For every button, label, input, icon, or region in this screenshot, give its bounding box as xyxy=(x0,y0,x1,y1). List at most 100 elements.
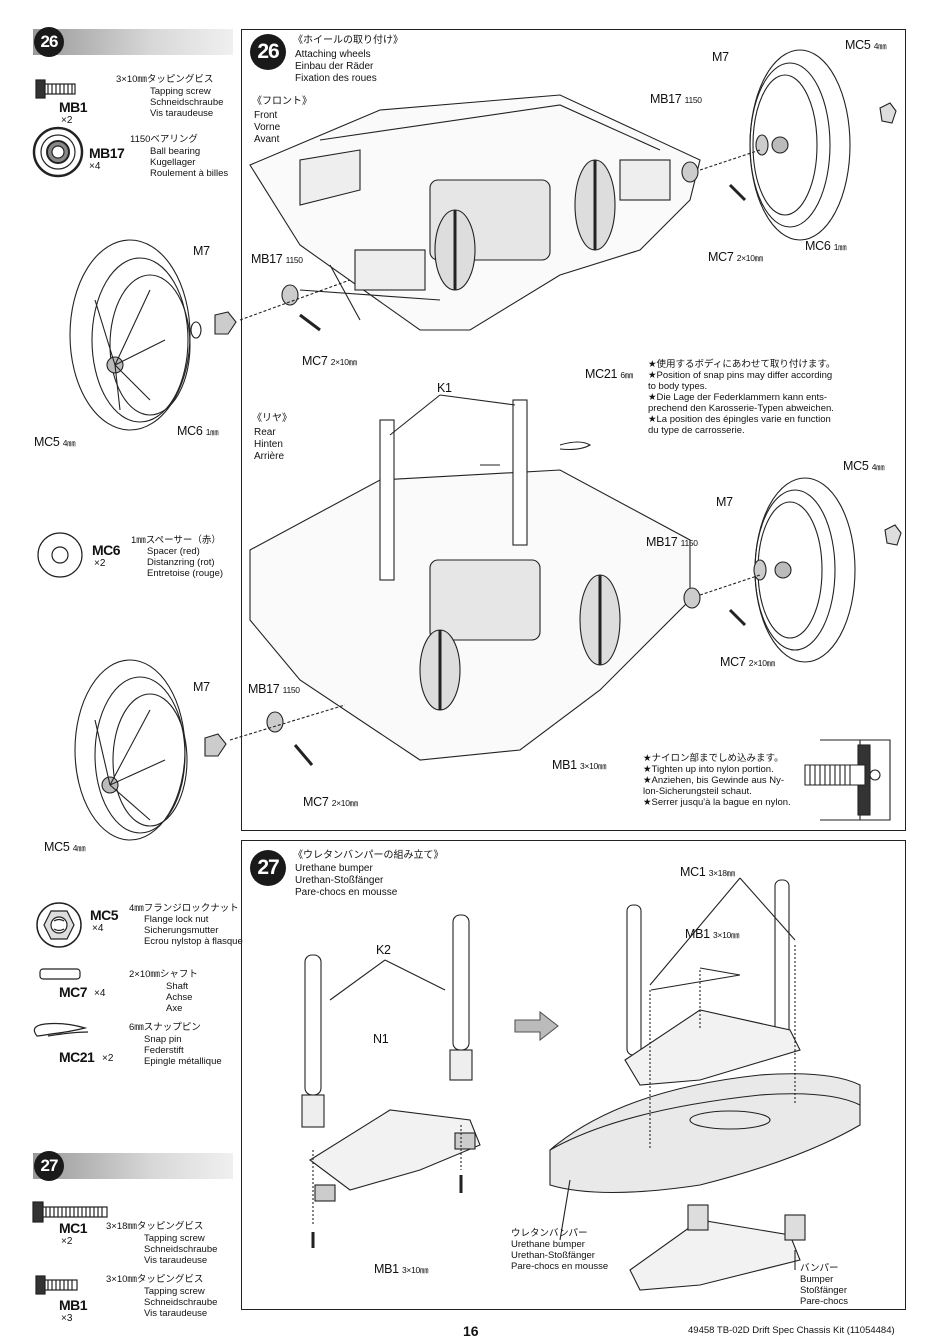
part-code-mb1-27: MB1 xyxy=(59,1297,88,1313)
step26-badge: 26 xyxy=(250,34,286,70)
step27-parts-bar xyxy=(33,1153,233,1179)
callout-mb17-rear-right: MB17 1150 xyxy=(646,535,698,549)
part-jp-mb1-27: 3×10㎜タッピングビス xyxy=(106,1274,204,1285)
step26-panel xyxy=(241,29,906,831)
bearing-icon xyxy=(32,126,84,178)
callout-n1: N1 xyxy=(373,1032,389,1046)
part-qty-mb17: ×4 xyxy=(89,161,101,172)
callout-mb17-front-left: MB17 1150 xyxy=(251,252,303,266)
step26-title-en: Attaching wheels xyxy=(295,49,371,60)
part-qty-mc5: ×4 xyxy=(92,923,104,934)
wheel-rear-right-drawing xyxy=(683,477,902,663)
callout-mc5-rear-left: MC5 4㎜ xyxy=(44,840,86,854)
front-label-jp: 《フロント》 xyxy=(252,96,312,107)
part-desc-mb17: Ball bearing Kugellager Roulement à bill… xyxy=(150,146,229,179)
callout-mc1: MC1 3×18㎜ xyxy=(680,865,735,879)
callout-mb17-rear-left: MB17 1150 xyxy=(248,682,300,696)
front-chassis-drawing xyxy=(249,94,701,331)
step26-title-de: Einbau der Räder xyxy=(295,61,374,72)
front-label-de: Vorne xyxy=(254,122,281,133)
callout-mc5-rear-right: MC5 4㎜ xyxy=(843,459,885,473)
part-qty-mb1-27: ×3 xyxy=(61,1313,73,1324)
rear-label-fr: Arrière xyxy=(254,451,285,462)
part-jp-mc1: 3×18㎜タッピングビス xyxy=(106,1221,204,1232)
step27-title-fr: Pare-chocs en mousse xyxy=(295,887,398,898)
urethane-callout: ウレタンバンパー Urethane bumper Urethan-Stoßfän… xyxy=(511,1228,609,1272)
nylon-nut-detail-drawing xyxy=(804,739,891,821)
bumper-mount-exploded-drawing xyxy=(301,914,481,1248)
step27-panel xyxy=(241,840,906,1310)
callout-mb1-right: MB1 3×10㎜ xyxy=(685,927,740,941)
wheel-front-left-drawing xyxy=(69,239,351,431)
screw-icon xyxy=(35,79,76,99)
step26-parts-badge: 26 xyxy=(34,27,64,57)
part-desc-mc7: Shaft Achse Axe xyxy=(166,981,193,1014)
step27-title-jp: 《ウレタンバンパーの組み立て》 xyxy=(293,850,444,861)
part-desc-mc1: Tapping screw Schneidschraube Vis taraud… xyxy=(144,1233,218,1266)
part-jp-mc6: 1㎜スペーサー（赤） xyxy=(131,535,221,546)
part-code-mb1: MB1 xyxy=(59,99,88,115)
rear-label-jp: 《リヤ》 xyxy=(252,413,292,424)
front-label-fr: Avant xyxy=(254,134,280,145)
bumper-assembled-drawing xyxy=(549,877,861,1291)
part-code-mc5: MC5 xyxy=(90,907,119,923)
step27-title-en: Urethane bumper xyxy=(295,863,373,874)
callout-mc6-front-right: MC6 1㎜ xyxy=(805,239,847,253)
callout-m7-rear-right: M7 xyxy=(716,495,733,509)
callout-mb17-front-right: MB17 1150 xyxy=(650,92,702,106)
callout-mb1: MB1 3×10㎜ xyxy=(552,758,607,772)
callout-mb1-left: MB1 3×10㎜ xyxy=(374,1262,429,1276)
part-code-mc21: MC21 xyxy=(59,1049,95,1065)
callout-mc7-rear-right: MC7 2×10㎜ xyxy=(720,655,775,669)
step27-badge: 27 xyxy=(250,850,286,886)
part-code-mc6: MC6 xyxy=(92,542,121,558)
callout-mc5-front-left: MC5 4㎜ xyxy=(34,435,76,449)
part-qty-mb1: ×2 xyxy=(61,115,73,126)
rear-chassis-drawing xyxy=(249,399,691,761)
rear-label-de: Hinten xyxy=(254,439,283,450)
part-jp-mb1: 3×10㎜タッピングビス xyxy=(116,74,214,85)
callout-mc7-front-right: MC7 2×10㎜ xyxy=(708,250,763,264)
part-qty-mc6: ×2 xyxy=(94,558,106,569)
callout-mc6-front-left: MC6 1㎜ xyxy=(177,424,219,438)
nylon-note: ★ナイロン部までしめ込みます。 ★Tighten up into nylon p… xyxy=(643,753,791,808)
long-screw-icon xyxy=(32,1201,108,1223)
step26-title-jp: 《ホイールの取り付け》 xyxy=(293,35,403,46)
part-desc-mc6: Spacer (red) Distanzring (rot) Entretois… xyxy=(147,546,224,579)
kit-footer: 49458 TB-02D Drift Spec Chassis Kit (110… xyxy=(688,1325,895,1336)
snap-pin-note: ★使用するボディにあわせて取り付けます。 ★Position of snap p… xyxy=(648,359,836,436)
rear-label-en: Rear xyxy=(254,427,276,438)
part-desc-mb1: Tapping screw Schneidschraube Vis taraud… xyxy=(150,86,224,119)
page-number: 16 xyxy=(463,1323,479,1339)
wheel-front-right-drawing xyxy=(681,49,897,241)
flange-nut-icon xyxy=(36,902,82,948)
wheel-rear-left-drawing xyxy=(74,659,346,841)
callout-m7-rear-left: M7 xyxy=(193,680,210,694)
part-jp-mc21: 6㎜スナップピン xyxy=(129,1022,201,1033)
next-arrow-icon xyxy=(514,1010,559,1042)
spacer-icon xyxy=(37,532,83,578)
callout-m7-front-left: M7 xyxy=(193,244,210,258)
part-qty-mc7: ×4 xyxy=(94,988,106,999)
front-label-en: Front xyxy=(254,110,278,121)
screw-icon xyxy=(35,1275,78,1295)
step27-title-de: Urethan-Stoßfänger xyxy=(295,875,384,886)
part-desc-mc5: Flange lock nut Sicherungsmutter Ecrou n… xyxy=(144,914,243,947)
callout-mc21: MC21 6㎜ xyxy=(585,367,633,381)
part-desc-mc21: Snap pin Federstift Epingle métallique xyxy=(144,1034,222,1067)
part-jp-mb17: 1150ベアリング xyxy=(130,134,198,145)
part-code-mc7: MC7 xyxy=(59,984,88,1000)
step26-title-fr: Fixation des roues xyxy=(295,73,377,84)
part-jp-mc5: 4㎜フランジロックナット xyxy=(129,903,239,914)
part-qty-mc1: ×2 xyxy=(61,1236,73,1247)
step26-parts-bar xyxy=(33,29,233,55)
callout-mc7-rear-left: MC7 2×10㎜ xyxy=(303,795,358,809)
part-jp-mc7: 2×10㎜シャフト xyxy=(129,969,198,980)
callout-mc5-front-right: MC5 4㎜ xyxy=(845,38,887,52)
part-qty-mc21: ×2 xyxy=(102,1053,114,1064)
step27-parts-badge: 27 xyxy=(34,1151,64,1181)
callout-k1: K1 xyxy=(437,381,452,395)
